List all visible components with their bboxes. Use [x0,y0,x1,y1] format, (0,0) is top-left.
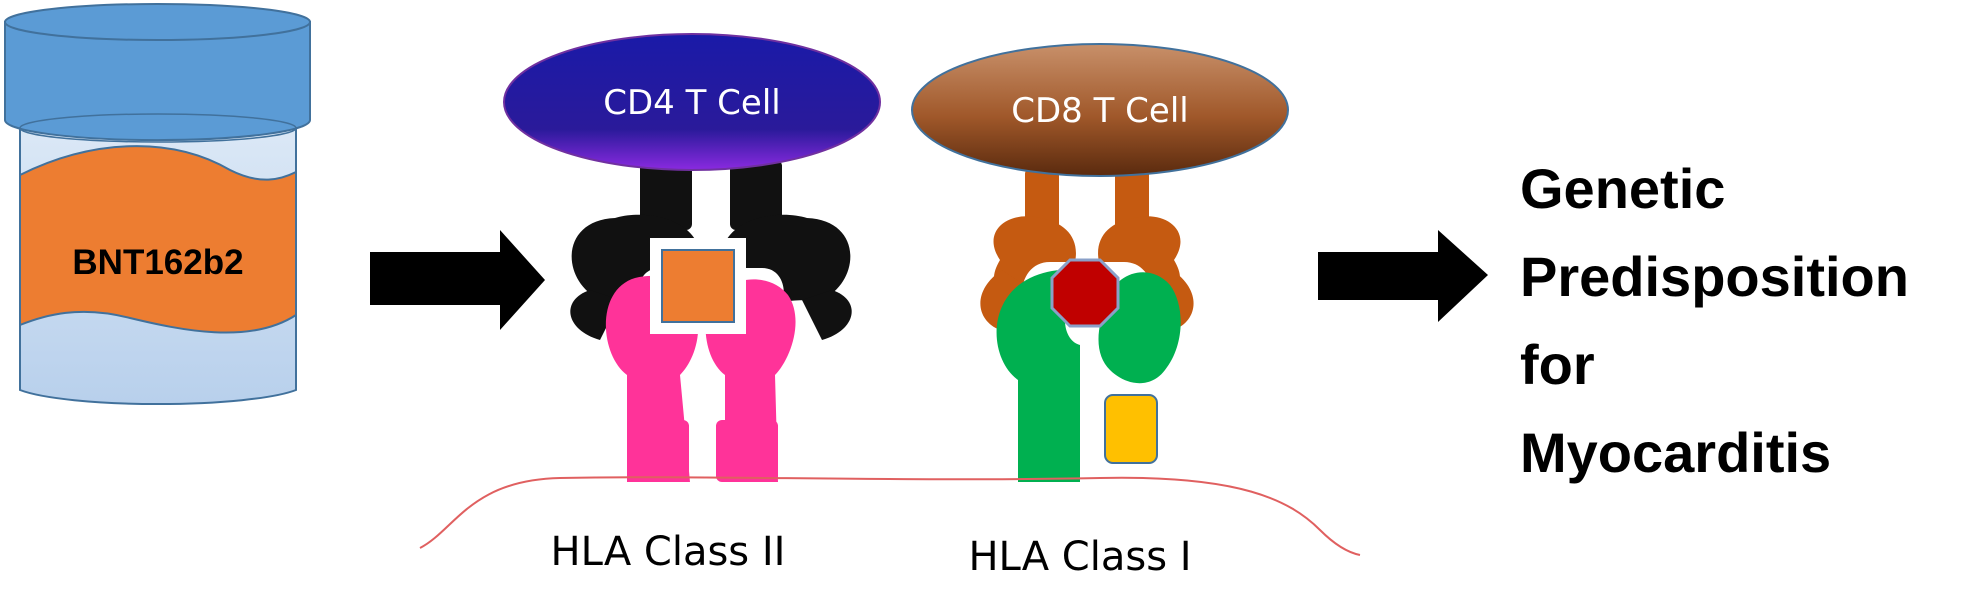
arrow-right-2 [1318,230,1488,322]
conclusion-line-2: Predisposition [1520,245,1909,308]
hla-class-i-label: HLA Class I [968,534,1191,580]
conclusion-line-1: Genetic [1520,157,1725,220]
hla-class-ii-label: HLA Class II [551,529,786,575]
vaccine-vial: BNT162b2 [4,3,311,406]
peptide-class-i [1050,258,1120,328]
conclusion-line-4: Myocarditis [1520,421,1831,484]
hla-class-ii-complex: CD4 T Cell [503,33,881,482]
conclusion-text: Genetic Predisposition for Myocarditis [1520,157,1909,484]
cd4-t-cell-label: CD4 T Cell [603,83,781,123]
conclusion-line-3: for [1520,333,1595,396]
vial-liquid [19,145,297,334]
peptide-class-ii [661,249,735,323]
arrow-right-1 [370,230,545,330]
cell-membrane [419,476,1361,556]
vial-label: BNT162b2 [72,243,243,282]
hla-class-i-complex: CD8 T Cell [911,43,1289,482]
vial-shoulder [19,113,297,143]
vial-cap-top [4,3,311,41]
cd4-tcr [570,160,852,340]
cd4-t-cell [503,33,881,171]
beta2-microglobulin [1104,394,1158,464]
cd8-t-cell [911,43,1289,177]
cd8-t-cell-label: CD8 T Cell [1011,91,1189,131]
